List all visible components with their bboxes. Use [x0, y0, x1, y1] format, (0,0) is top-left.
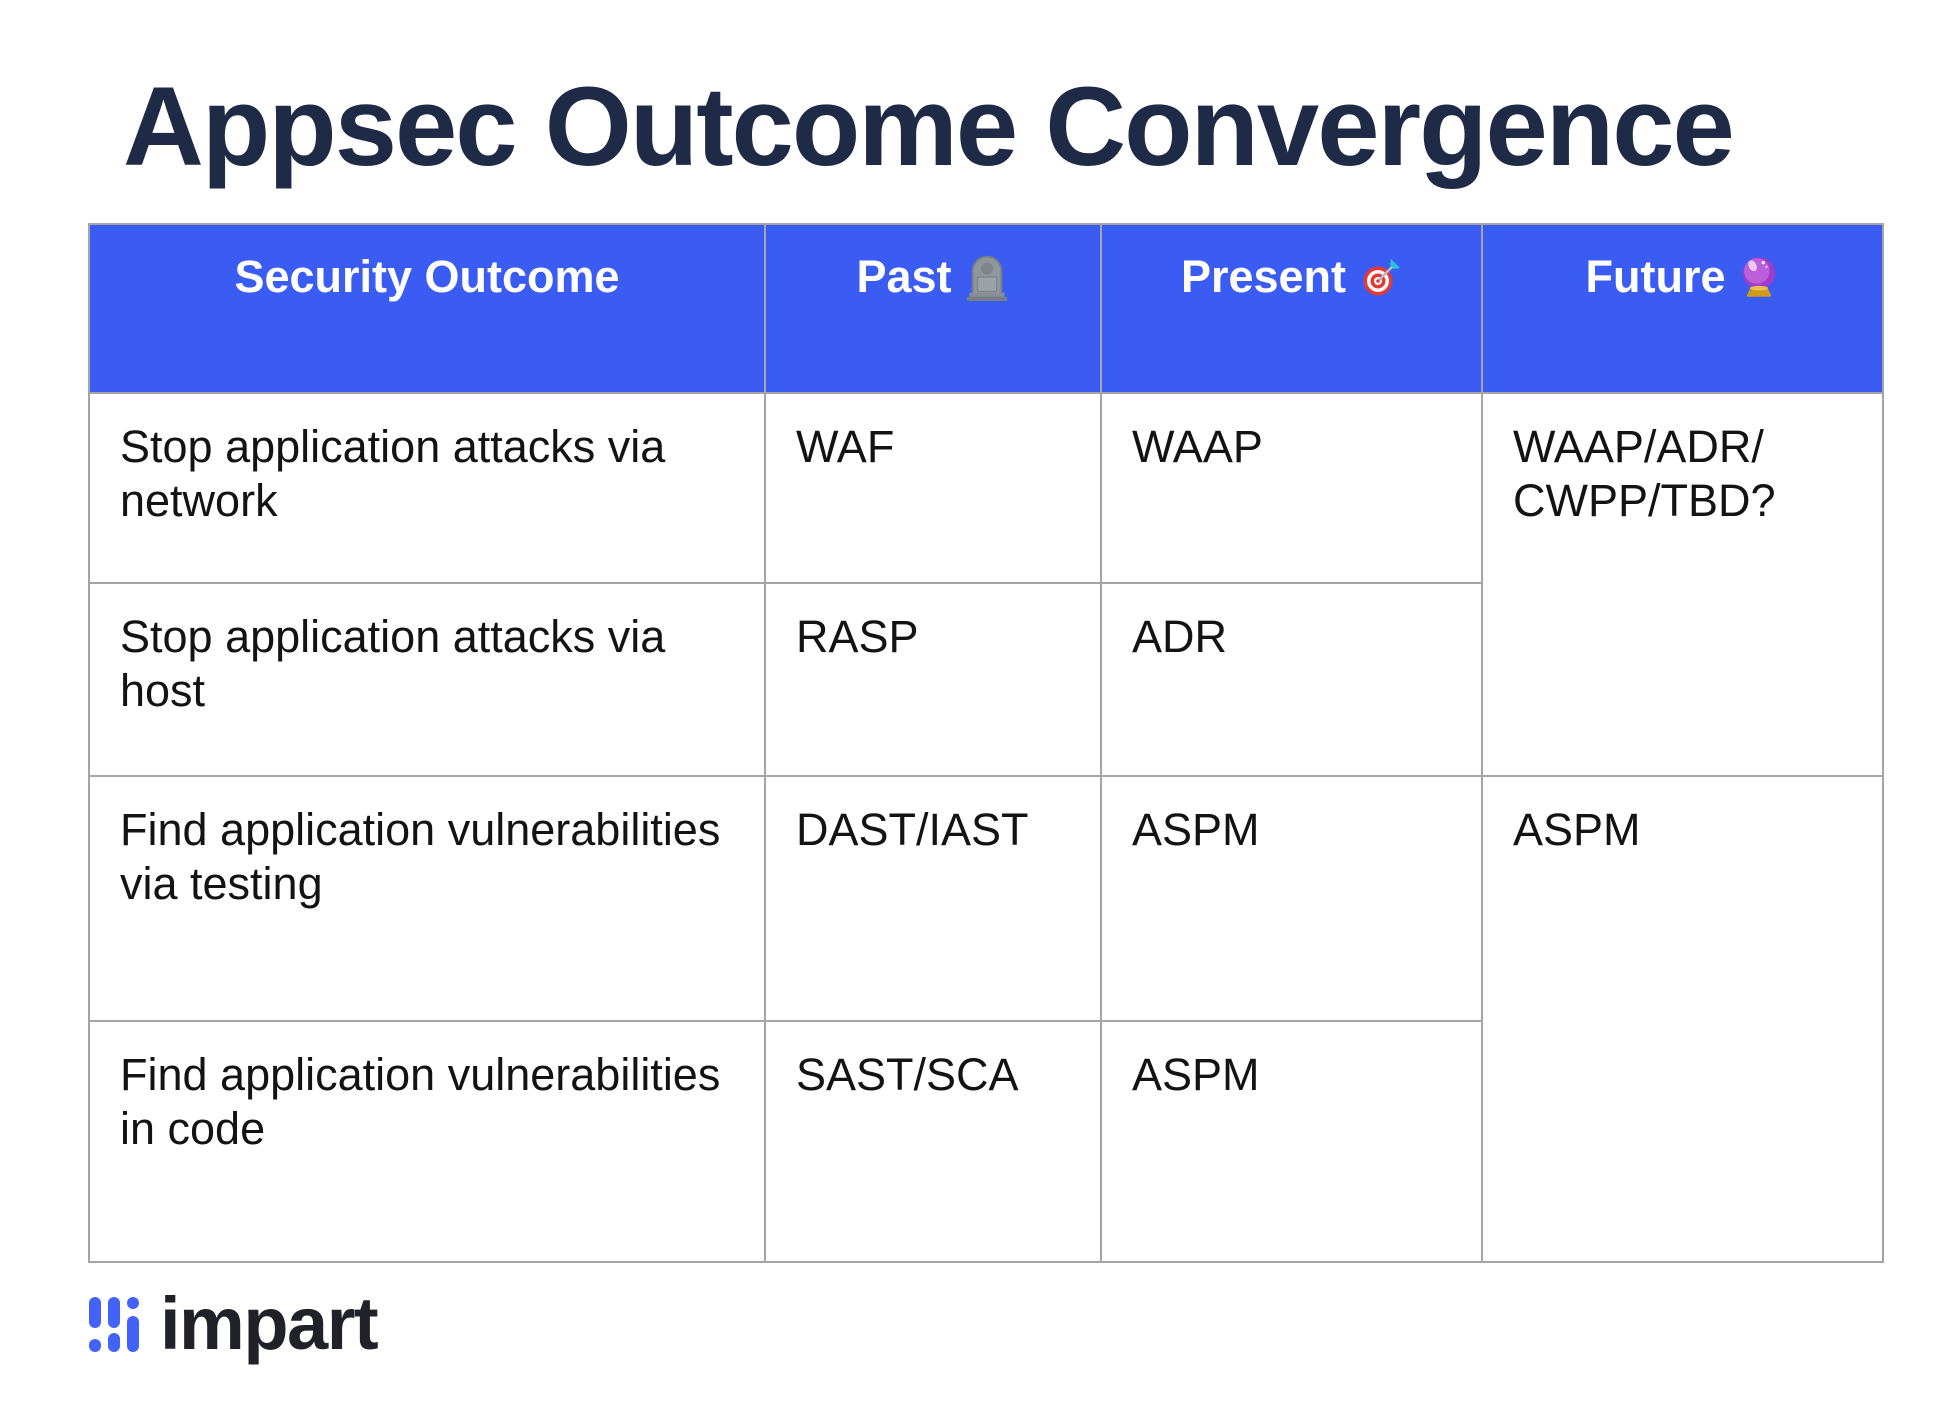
column-header-label: Future — [1585, 251, 1726, 302]
impart-logo-icon — [89, 1297, 140, 1358]
cell-past-row2: RASP — [766, 584, 1102, 777]
column-header-label: Past — [856, 251, 952, 302]
cell-past-row4: SAST/SCA — [766, 1022, 1102, 1261]
outcome-convergence-table: Security Outcome Past Present Future Sto… — [88, 223, 1884, 1263]
future-line: CWPP/TBD? — [1513, 475, 1776, 526]
cell-present-row2: ADR — [1102, 584, 1483, 777]
cell-past-row1: WAF — [766, 394, 1102, 584]
column-header-future: Future — [1483, 225, 1882, 394]
column-header-security-outcome: Security Outcome — [90, 225, 766, 394]
column-header-past: Past — [766, 225, 1102, 394]
cell-outcome-row2: Stop application attacks via host — [90, 584, 766, 777]
cell-present-row1: WAAP — [1102, 394, 1483, 584]
future-line: WAAP/ADR/ — [1513, 421, 1764, 472]
column-header-label: Security Outcome — [234, 251, 620, 302]
cell-past-row3: DAST/IAST — [766, 777, 1102, 1022]
cell-future-rows3-4: ASPM — [1483, 777, 1882, 1261]
crystal-ball-icon — [1738, 254, 1780, 313]
brand-wordmark: impart — [160, 1282, 379, 1365]
cell-outcome-row4: Find application vulnerabilities in code — [90, 1022, 766, 1261]
headstone-icon — [964, 253, 1010, 313]
column-header-label: Present — [1180, 251, 1347, 302]
cell-future-rows1-2: WAAP/ADR/ CWPP/TBD? — [1483, 394, 1882, 777]
page-title: Appsec Outcome Convergence — [123, 64, 1735, 189]
future-line: ASPM — [1513, 804, 1641, 855]
cell-outcome-row3: Find application vulnerabilities via tes… — [90, 777, 766, 1022]
impart-logo: impart — [89, 1282, 379, 1365]
cell-present-row4: ASPM — [1102, 1022, 1483, 1261]
cell-present-row3: ASPM — [1102, 777, 1483, 1022]
cell-outcome-row1: Stop application attacks via network — [90, 394, 766, 584]
column-header-present: Present — [1102, 225, 1483, 394]
target-dart-icon — [1358, 257, 1402, 313]
